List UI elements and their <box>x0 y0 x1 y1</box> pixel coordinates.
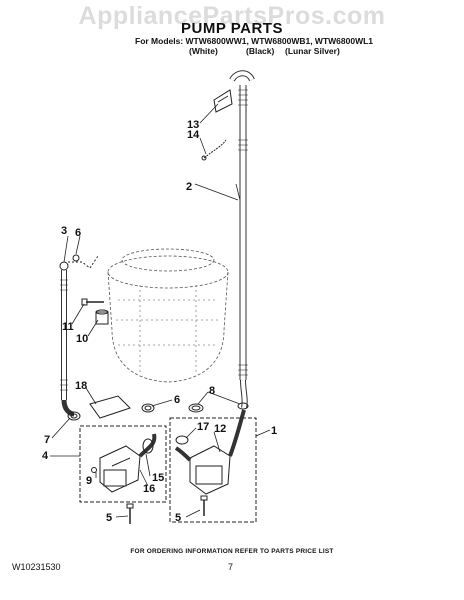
callout-18: 18 <box>75 380 87 392</box>
pump-assembly-right-box <box>169 417 257 523</box>
pump-elbow <box>138 433 157 458</box>
callout-11: 11 <box>62 321 74 333</box>
variant-white: (White) <box>189 46 218 56</box>
clamp-17 <box>175 435 189 445</box>
callout-5-right: 5 <box>175 512 181 524</box>
variant-black: (Black) <box>246 46 275 56</box>
watermark: AppliancePartsPros.com <box>78 2 386 30</box>
callout-13: 13 <box>187 119 199 131</box>
callout-6-lower: 6 <box>174 394 180 406</box>
callout-2: 2 <box>186 181 192 193</box>
pump-assembly-left-box <box>79 425 167 503</box>
callout-14: 14 <box>187 129 200 141</box>
hose-clip <box>213 89 233 113</box>
hose-clamp <box>72 254 80 262</box>
callout-10: 10 <box>76 333 88 345</box>
callout-3: 3 <box>61 225 67 237</box>
pump-bracket <box>89 395 131 419</box>
drain-pump <box>174 409 246 495</box>
callout-15: 15 <box>152 472 164 484</box>
callout-12: 12 <box>214 423 226 435</box>
page-title: PUMP PARTS <box>181 20 283 37</box>
recirculation-hose <box>59 255 99 417</box>
variant-lunar-silver: (Lunar Silver) <box>285 46 340 56</box>
callout-17: 17 <box>197 421 209 433</box>
callout-8: 8 <box>209 385 215 397</box>
page-number: 7 <box>228 562 234 572</box>
mounting-screw-right <box>200 495 208 516</box>
callout-1: 1 <box>271 425 277 437</box>
hose-clamp-end <box>237 402 249 410</box>
hose-clamp-left <box>67 411 81 421</box>
callout-4: 4 <box>42 450 49 462</box>
screw <box>81 298 104 306</box>
mounting-screw-left <box>126 503 134 524</box>
callout-9: 9 <box>86 475 92 487</box>
ordering-info: FOR ORDERING INFORMATION REFER TO PARTS … <box>130 548 334 555</box>
grommet <box>95 309 109 325</box>
callout-5-left: 5 <box>106 512 112 524</box>
tub-outline <box>107 248 229 383</box>
tie-strap <box>201 139 227 161</box>
hose-clamp-lower <box>141 403 155 413</box>
callout-16: 16 <box>143 483 155 495</box>
drain-hose <box>229 70 255 409</box>
model-list: For Models: WTW6800WW1, WTW6800WB1, WTW6… <box>135 36 374 46</box>
document-number: W10231530 <box>12 562 61 572</box>
leader-lines <box>50 103 271 518</box>
recirculation-pump <box>91 445 141 493</box>
callout-7: 7 <box>44 434 50 446</box>
hose-clamp-right <box>188 403 204 413</box>
callout-6-upper: 6 <box>75 227 81 239</box>
